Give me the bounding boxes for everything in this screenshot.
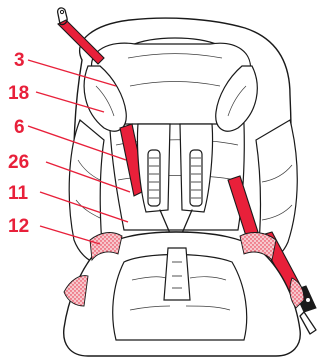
headrest <box>84 43 257 131</box>
callout-18: 18 <box>8 83 29 104</box>
callout-6: 6 <box>14 117 25 138</box>
callout-labels: 3 18 6 26 11 12 <box>8 50 29 237</box>
callout-3: 3 <box>14 50 25 71</box>
callout-11: 11 <box>8 183 29 204</box>
callout-26: 26 <box>8 152 29 173</box>
callout-12: 12 <box>8 216 29 237</box>
seat-cushion <box>64 232 304 356</box>
